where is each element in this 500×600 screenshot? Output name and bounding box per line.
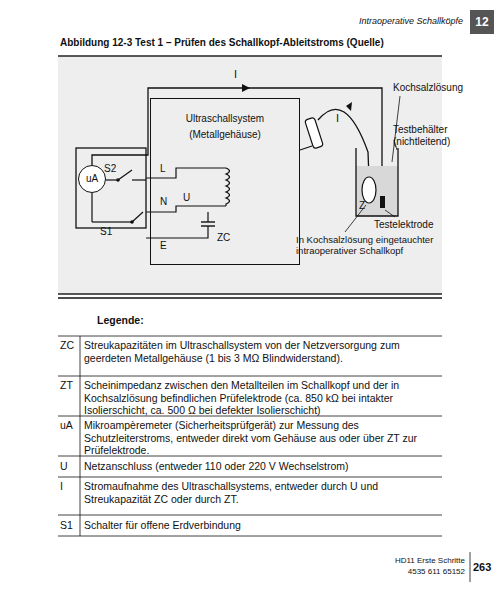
legend-key: U: [60, 460, 80, 473]
page-number: 263: [473, 561, 491, 574]
legend-text: Netzanschluss (entweder 110 oder 220 V W…: [84, 460, 440, 473]
rule: [58, 293, 442, 295]
meter-housing: [76, 148, 146, 228]
legend-text: Stromaufnahme des Ultraschallsystems, en…: [84, 480, 440, 505]
terminal-label: N: [160, 196, 167, 208]
current-arrow: [242, 84, 250, 92]
footer-text: 4535 611 65152: [330, 567, 465, 577]
voltage-label: U: [183, 192, 190, 204]
capacitor-zc: [201, 225, 215, 226]
probe-handle: [305, 117, 324, 149]
switch-s1: [132, 212, 143, 222]
node-text: 12: [475, 15, 488, 29]
switch-label: S1: [100, 226, 112, 238]
rule: [58, 55, 442, 57]
wire: [92, 221, 120, 222]
figure-title: Abbildung 12-3 Test 1 – Prüfen des Schal…: [60, 37, 448, 49]
switch-s2: [118, 170, 132, 180]
legend-key: I: [60, 480, 80, 493]
callout-label: Testbehälter (nichtleitend): [393, 124, 455, 148]
probe-cable: [300, 146, 312, 150]
figure-ground: [58, 56, 442, 294]
mains-line-n: [146, 206, 226, 212]
legend-heading: Legende:: [97, 314, 144, 327]
table-rules: [58, 298, 442, 536]
node-text: uA: [86, 173, 98, 185]
callout-label: Testelektrode: [374, 219, 433, 231]
node-text: Ultraschallsystem: [151, 113, 299, 125]
terminal-label: E: [160, 240, 167, 252]
legend-text: Schalter für offene Erdverbindung: [84, 519, 440, 532]
footer-rule: [470, 552, 471, 582]
mains-line-l: [146, 168, 226, 178]
transformer-coil: [226, 168, 230, 206]
terminal-label: L: [160, 163, 166, 175]
microammeter: uA: [78, 165, 106, 193]
node-text: (Metallgehäuse): [151, 129, 299, 141]
legend-text: Streukapazitäten im Ultraschallsystem vo…: [84, 339, 440, 364]
current-label: I: [336, 112, 339, 125]
earth-line-e: [146, 230, 208, 238]
legend-key: S1: [60, 519, 80, 532]
switch-contact: [130, 220, 134, 224]
current-arrow: [346, 102, 352, 111]
current-label: I: [234, 68, 237, 81]
switch-contact: [116, 178, 120, 182]
probe-head: [362, 177, 376, 203]
legend-key: uA: [60, 419, 80, 432]
legend-text: Mikroampèremeter (Sicherheitsprüfgerät) …: [84, 419, 440, 457]
wire: [91, 193, 92, 222]
wire: [132, 179, 146, 180]
capacitance-label: ZC: [217, 232, 230, 244]
test-electrode: [380, 196, 385, 208]
legend-key: ZT: [60, 379, 80, 392]
callout-label: Kochsalzlösung: [393, 82, 463, 94]
footer-text: HD11 Erste Schritte: [330, 556, 465, 566]
callout-label: In Kochsalzlösung eingetauchter intraope…: [296, 234, 444, 257]
switch-s2: [106, 179, 118, 180]
legend-key: ZC: [60, 339, 80, 352]
wire: [207, 212, 208, 222]
impedance-label: Z: [359, 200, 365, 212]
saline-solution: [356, 166, 398, 216]
switch-s1: [120, 221, 132, 222]
test-container: [356, 148, 398, 216]
switch-label: S2: [104, 163, 116, 175]
measuring-wire: [92, 88, 382, 200]
legend-text: Scheinimpedanz zwischen den Metallteilen…: [84, 379, 440, 417]
running-header: Intraoperative Schallköpfe: [300, 16, 463, 27]
chapter-tab: 12: [470, 10, 494, 34]
leader-line: [385, 210, 395, 217]
